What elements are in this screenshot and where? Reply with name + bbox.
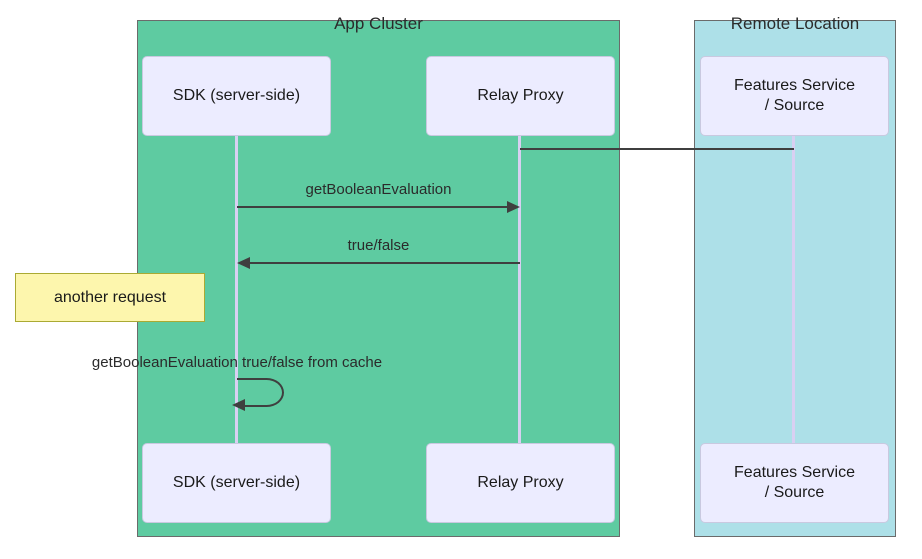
app-cluster-label: App Cluster [334,14,423,33]
features-service-actor-top-label-line1: Features Service [734,77,855,94]
arrowhead-right-icon [507,201,520,213]
message-request-label: getBooleanEvaluation [305,181,452,198]
arrowhead-left-icon [237,257,250,269]
features-service-actor-bottom-label-line2: / Source [764,484,825,501]
sdk-actor-bottom: SDK (server-side) [142,443,331,523]
self-loop-arrowhead-icon [232,399,245,411]
message-response-line [250,262,520,264]
features-service-actor-top-label-line2: / Source [764,97,825,114]
relay-to-features-link-line [520,148,794,150]
sdk-lifeline [235,136,238,443]
relay-proxy-actor-bottom-label: Relay Proxy [477,474,564,491]
relay-proxy-actor-top-label: Relay Proxy [477,87,564,104]
note-another-request: another request [15,273,205,322]
sdk-actor-top-label: SDK (server-side) [172,87,301,104]
features-service-actor-top: Features Service / Source [700,56,889,136]
features-service-actor-bottom: Features Service / Source [700,443,889,523]
relay-proxy-actor-top: Relay Proxy [426,56,615,136]
self-loop-curve [237,378,284,407]
relay-proxy-lifeline [518,136,521,443]
message-request-line [237,206,507,208]
message-response-label: true/false [347,237,410,254]
sdk-actor-top: SDK (server-side) [142,56,331,136]
features-service-lifeline [792,136,795,443]
relay-proxy-actor-bottom: Relay Proxy [426,443,615,523]
features-service-actor-bottom-label-line1: Features Service [734,464,855,481]
remote-location-label: Remote Location [730,14,860,33]
sdk-actor-bottom-label: SDK (server-side) [172,474,301,491]
message-cache-label: getBooleanEvaluation true/false from cac… [91,354,383,371]
note-another-request-label: another request [53,288,167,306]
